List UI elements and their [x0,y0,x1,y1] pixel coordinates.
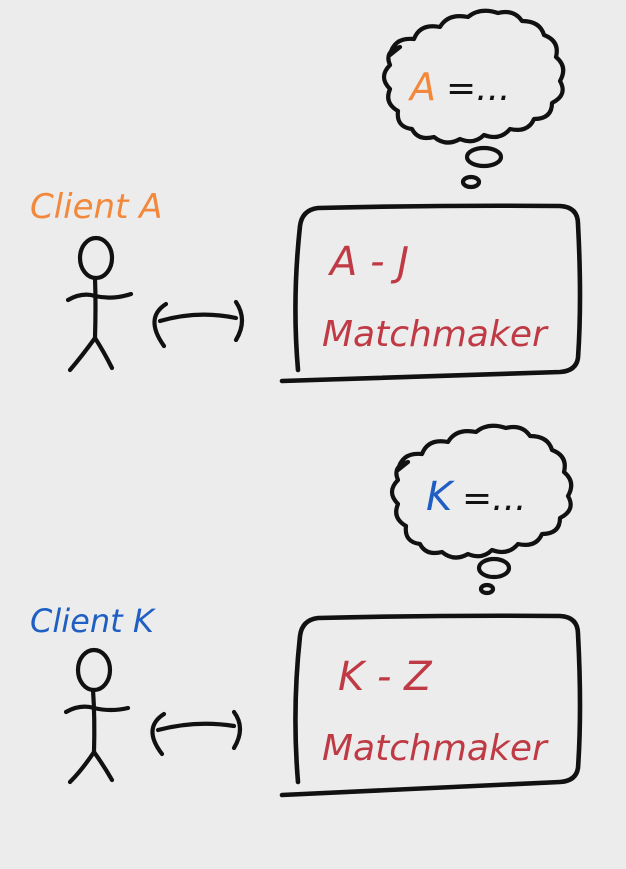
matchmaker-k-range: K - Z [338,654,433,700]
thought-bubble-a: A =... [381,8,566,190]
thought-k-key: K [426,474,455,520]
thought-k-rest: =... [462,478,527,519]
matchmaker-box-a: A - J Matchmaker [279,203,583,384]
thought-a-key: A [407,65,436,109]
double-arrow-k-icon [150,709,243,757]
matchmaker-a-name: Matchmaker [322,314,549,355]
matchmaker-k-name: Matchmaker [322,728,549,769]
thought-a-rest: =... [446,68,511,109]
matchmaker-box-k: K - Z Matchmaker [279,613,583,798]
client-a-label: Client A [30,187,163,227]
matchmaker-a-range: A - J [327,239,409,285]
section-k: Client K K =... K - Z Matchmaker [30,423,583,798]
thought-bubble-k: K =... [389,423,574,596]
stick-figure-a-icon [65,235,134,373]
section-a: Client A A =... A - J Matchmaker [30,8,583,384]
double-arrow-a-icon [152,299,245,349]
client-k-label: Client K [30,602,157,640]
stick-figure-k-icon [63,647,131,785]
